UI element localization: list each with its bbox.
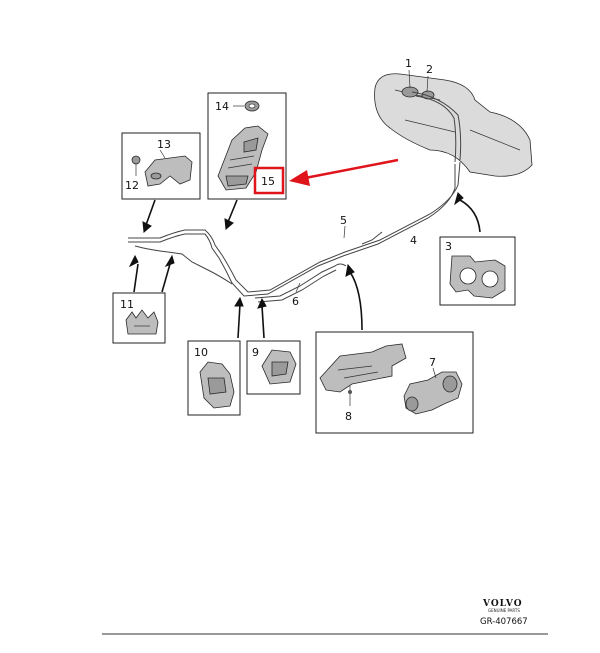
volvo-logo: VOLVO GENUINE PARTS xyxy=(482,599,523,613)
pointer-arrows xyxy=(128,192,481,339)
connector-7-drawing xyxy=(403,371,463,415)
logo-sub: GENUINE PARTS xyxy=(488,608,520,613)
fuel-lines xyxy=(128,161,461,303)
highlight-arrow xyxy=(289,158,399,186)
callout-6: 6 xyxy=(292,295,299,308)
leader-6 xyxy=(295,282,301,293)
callout-13: 13 xyxy=(157,138,171,151)
bracket-13-drawing xyxy=(131,155,193,187)
callout-2: 2 xyxy=(426,63,433,76)
clamp-3-drawing xyxy=(449,255,506,299)
leader-13 xyxy=(159,149,166,159)
clip-11-drawing xyxy=(125,309,159,335)
fuel-tank xyxy=(374,73,533,177)
callout-1: 1 xyxy=(405,57,412,70)
bracket-8-drawing xyxy=(319,343,407,406)
clip-14-drawing xyxy=(244,100,260,112)
clip-9-drawing xyxy=(261,349,297,385)
callout-8: 8 xyxy=(345,410,352,423)
callout-9: 9 xyxy=(252,346,259,359)
callout-15: 15 xyxy=(261,175,275,188)
callout-10: 10 xyxy=(194,346,208,359)
callout-7: 7 xyxy=(429,356,436,369)
callout-11: 11 xyxy=(120,298,134,311)
callout-14: 14 xyxy=(215,100,229,113)
leader-5 xyxy=(343,225,346,239)
clip-15-drawing xyxy=(217,125,269,191)
leader-2 xyxy=(426,75,429,93)
callout-12: 12 xyxy=(125,179,139,192)
leader-1 xyxy=(408,69,411,89)
highlight-box-15 xyxy=(253,166,285,195)
callout-5: 5 xyxy=(340,214,347,227)
leader-7 xyxy=(432,367,437,379)
drawing-reference: GR-407667 xyxy=(480,617,528,627)
logo-brand: VOLVO xyxy=(482,599,523,609)
callout-4: 4 xyxy=(410,234,417,247)
callout-3: 3 xyxy=(445,240,452,253)
clip-10-drawing xyxy=(199,361,235,409)
